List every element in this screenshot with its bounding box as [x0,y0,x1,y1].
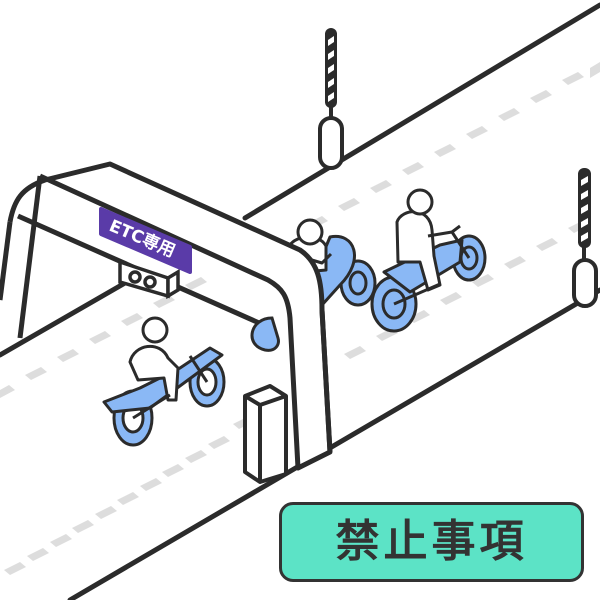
motorcycle-wheel-under-gate [250,316,280,352]
etc-camera [118,259,180,300]
road-pole-right [572,168,598,308]
etc-gate [0,161,333,471]
motorcycle-front [102,316,226,447]
road-pole-left [318,28,344,170]
motorcycle-right [370,188,487,333]
toll-booth [243,384,288,484]
prohibited-items-button[interactable]: 禁止事項 [279,502,584,582]
lane-dashes [0,62,600,575]
prohibited-items-label: 禁止事項 [335,516,528,567]
